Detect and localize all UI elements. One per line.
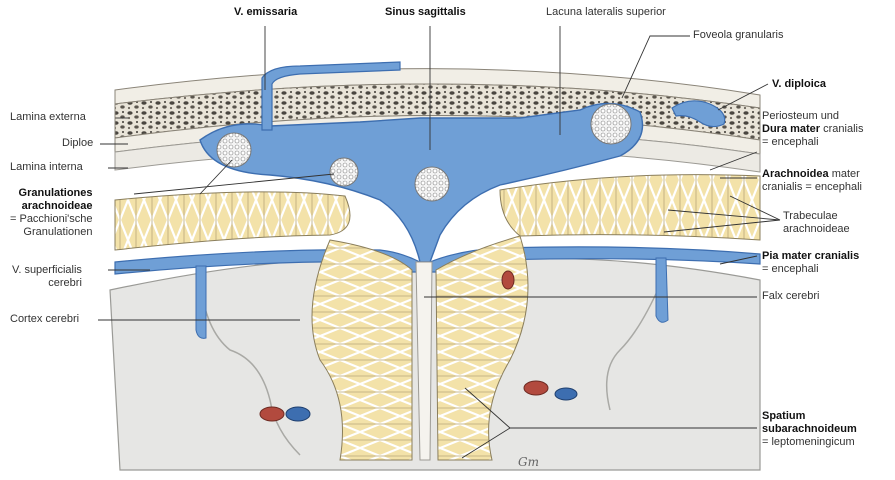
arachnoidea-line2: cranialis = encephali <box>762 181 862 194</box>
artist-signature: Gm <box>518 455 539 469</box>
label-falx-cerebri: Falx cerebri <box>762 290 819 303</box>
label-v-superficialis-cerebri: V. superficialis cerebri <box>12 264 82 290</box>
pia-line1: Pia mater cranialis <box>762 250 859 263</box>
artery-left-lower <box>260 407 284 421</box>
arachnoidea-line1: Arachnoidea mater <box>762 168 862 181</box>
label-trabeculae-arachnoideae: Trabeculae arachnoideae <box>783 210 850 236</box>
arachnoidea-right <box>500 175 760 240</box>
label-diploe: Diploe <box>62 137 93 150</box>
pia-line2: = encephali <box>762 263 859 276</box>
label-spatium-subarachnoideum: Spatium subarachnoideum = leptomeningicu… <box>762 410 857 449</box>
arachnoidea-bold: Arachnoidea <box>762 168 829 180</box>
label-v-emissaria: V. emissaria <box>234 6 297 19</box>
label-lamina-externa: Lamina externa <box>10 111 86 124</box>
vein-branch-right <box>656 258 668 322</box>
arachnoidea-left <box>115 192 350 250</box>
granulationes-line3: = Pacchioni'sche <box>10 213 93 226</box>
dura-bold: Dura mater <box>762 123 820 135</box>
label-lamina-interna: Lamina interna <box>10 161 83 174</box>
granulatio-mid <box>330 158 358 186</box>
artery-right-upper <box>502 271 514 289</box>
label-arachnoidea-mater: Arachnoidea mater cranialis = encephali <box>762 168 862 194</box>
label-pia-mater: Pia mater cranialis = encephali <box>762 250 859 276</box>
periosteum-line1: Periosteum und <box>762 110 863 123</box>
trabeculae-line1: Trabeculae <box>783 210 850 223</box>
dura-line2: Dura mater cranialis <box>762 123 863 136</box>
granulationes-line4: Granulationen <box>10 226 93 239</box>
spatium-line2: subarachnoideum <box>762 423 857 436</box>
label-foveola-granularis: Foveola granularis <box>693 29 784 42</box>
label-cortex-cerebri: Cortex cerebri <box>10 313 79 326</box>
artery-right-lower <box>524 381 548 395</box>
vein-branch-left <box>196 266 206 338</box>
granulatio-center <box>415 167 449 201</box>
v-superficialis-line2: cerebri <box>12 277 82 290</box>
label-lacuna-lateralis-superior: Lacuna lateralis superior <box>546 6 666 19</box>
spatium-line3: = leptomeningicum <box>762 436 857 449</box>
granulationes-line1: Granulationes <box>10 187 93 200</box>
arachnoidea-rest: mater <box>829 168 860 180</box>
trabeculae-line2: arachnoideae <box>783 223 850 236</box>
granulationes-line2: arachnoideae <box>10 200 93 213</box>
dura-line3: = encephali <box>762 136 863 149</box>
label-v-diploica: V. diploica <box>772 78 826 91</box>
label-sinus-sagittalis: Sinus sagittalis <box>385 6 466 19</box>
v-superficialis-line1: V. superficialis <box>12 264 82 277</box>
granulatio-left <box>217 133 251 167</box>
label-periosteum-dura: Periosteum und Dura mater cranialis = en… <box>762 110 863 149</box>
label-granulationes-arachnoideae: Granulationes arachnoideae = Pacchioni's… <box>10 187 93 239</box>
granulatio-right <box>591 104 631 144</box>
spatium-line1: Spatium <box>762 410 857 423</box>
dura-rest: cranialis <box>820 123 863 135</box>
vein-left-lower <box>286 407 310 421</box>
vein-right-lower <box>555 388 577 400</box>
